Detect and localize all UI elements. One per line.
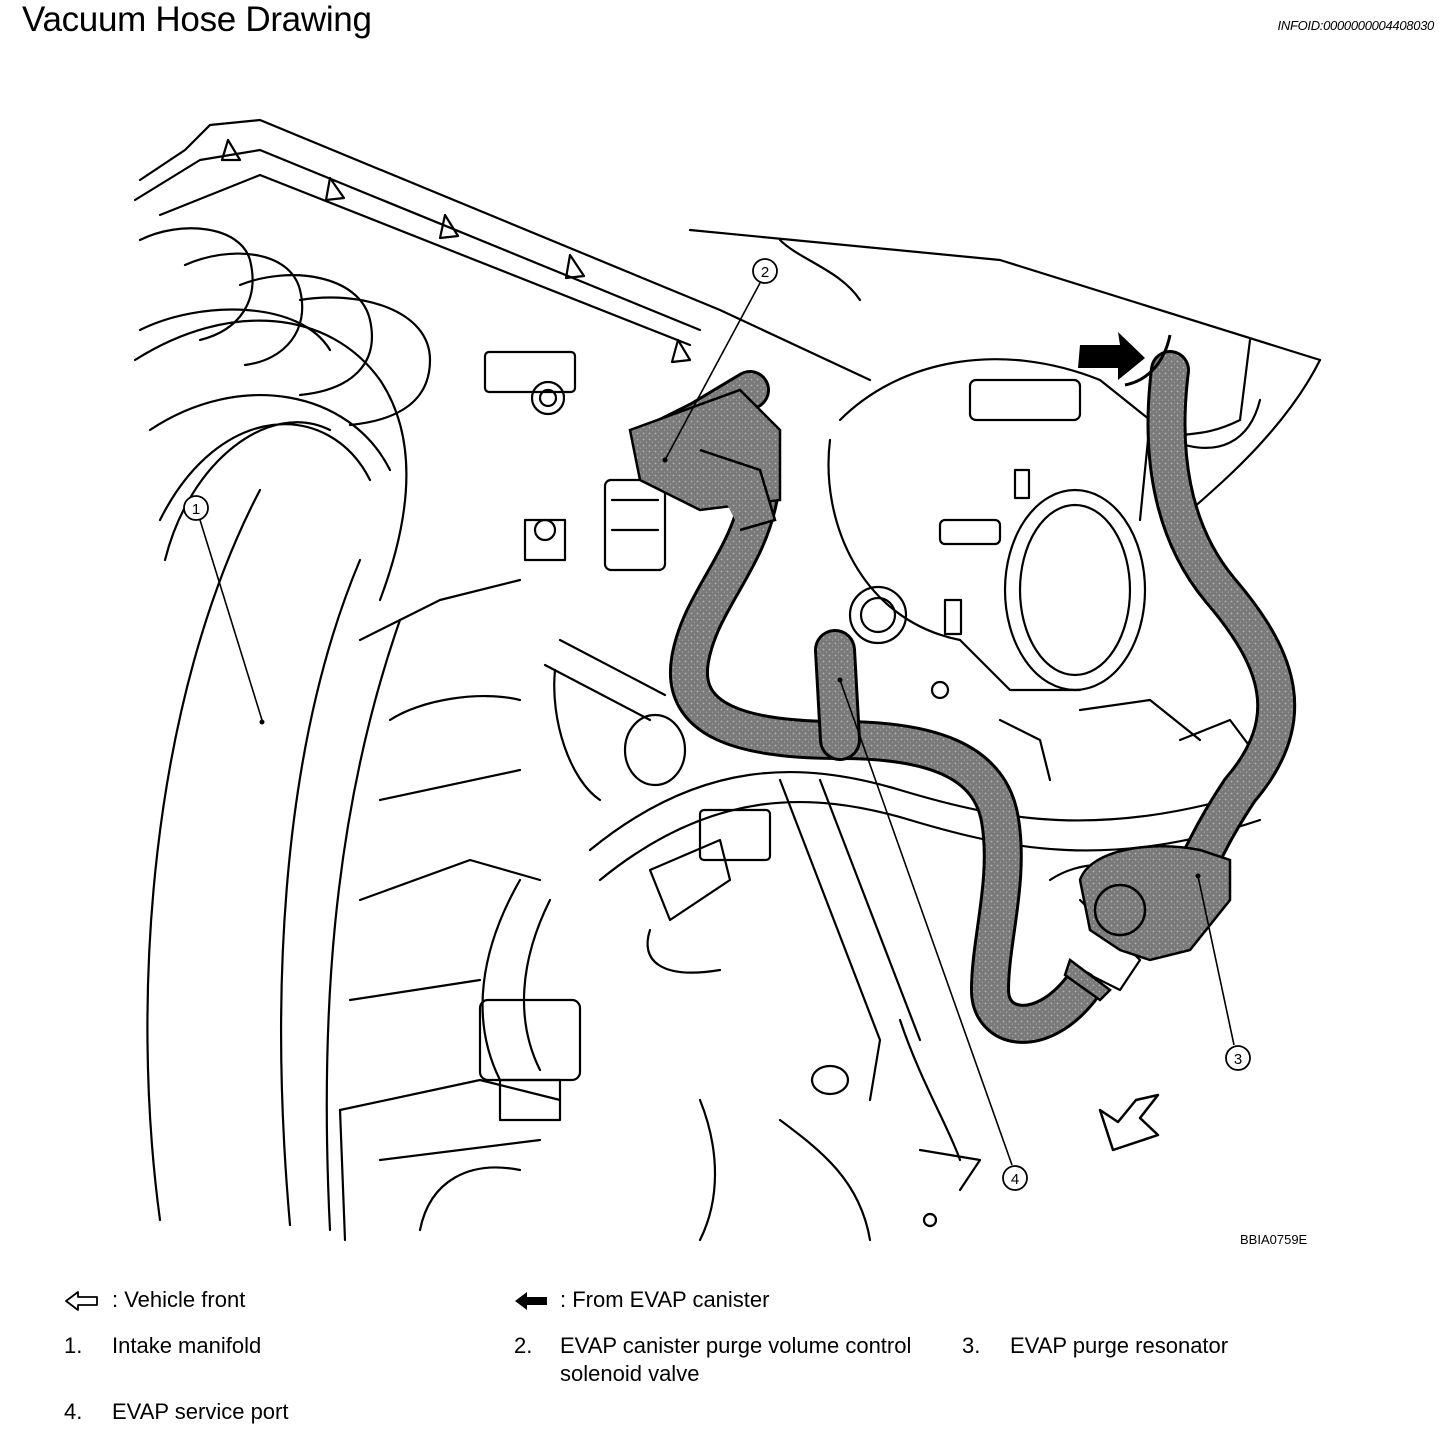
callout-leaders bbox=[199, 282, 1235, 1166]
vehicle-front-arrow bbox=[1098, 1093, 1160, 1152]
legend-item-text-line2: solenoid valve bbox=[560, 1361, 700, 1386]
callout-2: 2 bbox=[752, 258, 778, 284]
figure-code: BBIA0759E bbox=[1240, 1232, 1308, 1247]
legend-item-number: 1. bbox=[64, 1333, 83, 1358]
info-id: INFOID:0000000004408030 bbox=[1277, 18, 1435, 33]
page-title: Vacuum Hose Drawing bbox=[22, 0, 372, 39]
legend-item-text: EVAP purge resonator bbox=[1010, 1333, 1229, 1358]
legend-item-text: Intake manifold bbox=[112, 1333, 262, 1358]
legend-vehicle-front-text: : Vehicle front bbox=[112, 1287, 246, 1312]
legend-item-4: 4. EVAP service port bbox=[64, 1398, 484, 1428]
callout-1: 1 bbox=[183, 495, 209, 521]
callout-3: 3 bbox=[1225, 1045, 1251, 1071]
legend-item-number: 2. bbox=[514, 1333, 533, 1358]
svg-text:3: 3 bbox=[1234, 1051, 1242, 1068]
legend-arrow-vehicle-front: : Vehicle front bbox=[64, 1286, 484, 1316]
callout-4: 4 bbox=[1002, 1165, 1028, 1191]
legend-item-3: 3. EVAP purge resonator bbox=[962, 1332, 1382, 1362]
legend-arrow-evap-canister: : From EVAP canister bbox=[514, 1286, 934, 1316]
legend-item-text: EVAP canister purge volume control bbox=[560, 1333, 912, 1358]
svg-text:2: 2 bbox=[761, 264, 769, 281]
engine-line-art bbox=[133, 118, 1322, 1242]
evap-canister-arrow bbox=[1078, 332, 1172, 387]
outline-arrow-left-icon bbox=[65, 1291, 98, 1311]
legend-evap-canister-text: : From EVAP canister bbox=[560, 1287, 770, 1312]
solid-arrow-left-icon bbox=[515, 1292, 547, 1310]
svg-text:4: 4 bbox=[1011, 1171, 1019, 1188]
legend-item-2: 2. EVAP canister purge volume control so… bbox=[514, 1332, 954, 1392]
purge-solenoid-valve bbox=[628, 388, 782, 532]
legend-item-1: 1. Intake manifold bbox=[64, 1332, 484, 1362]
legend-item-number: 4. bbox=[64, 1399, 83, 1424]
purge-resonator bbox=[1063, 845, 1232, 1002]
legend-item-number: 3. bbox=[962, 1333, 981, 1358]
vacuum-hose-illustration: 1 2 3 4 bbox=[133, 118, 1322, 1242]
svg-text:1: 1 bbox=[192, 501, 200, 518]
legend-item-text: EVAP service port bbox=[112, 1399, 289, 1424]
